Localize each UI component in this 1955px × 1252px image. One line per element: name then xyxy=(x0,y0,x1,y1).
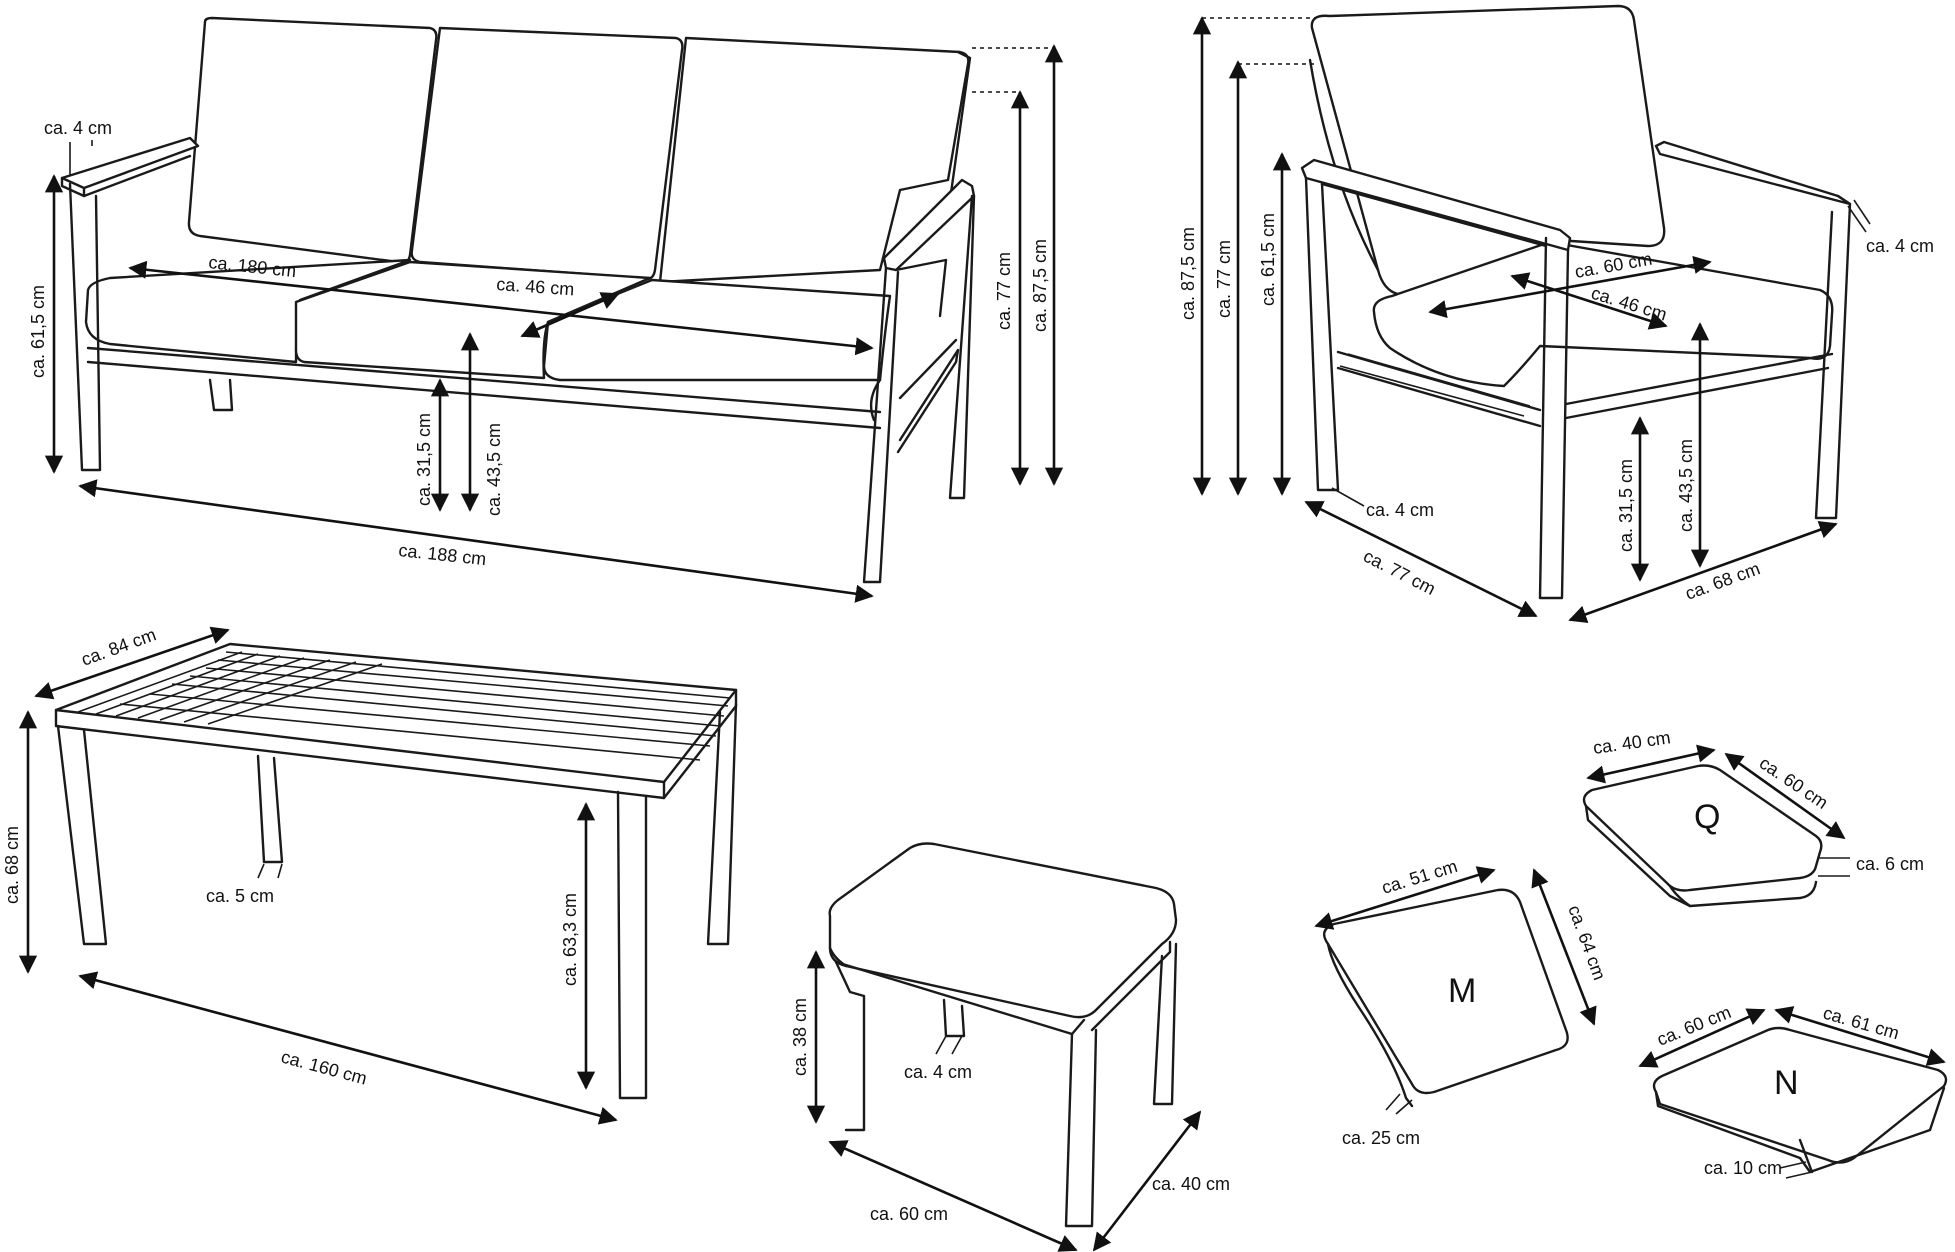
cushion-q-width-label: ca. 40 cm xyxy=(1592,727,1672,758)
sofa-back-cushion-left xyxy=(187,16,438,265)
stool-width-label: ca. 60 cm xyxy=(870,1204,948,1224)
table-top xyxy=(54,642,738,784)
cushion-n: N ca. 60 cm ca. 61 cm ca. 10 cm xyxy=(1638,1002,1948,1179)
stool-depth-label: ca. 40 cm xyxy=(1152,1174,1230,1194)
cushion-q: Q ca. 40 cm ca. 60 cm ca. 6 cm xyxy=(1582,727,1924,908)
cushion-q-letter: Q xyxy=(1694,798,1720,836)
table-depth-label: ca. 84 cm xyxy=(79,624,159,669)
sofa-arm-thickness-label: ca. 4 cm xyxy=(44,118,112,138)
armchair-depth-label: ca. 77 cm xyxy=(1360,546,1439,599)
table-drawing xyxy=(54,642,738,1100)
table-inner-height-label: ca. 63,3 cm xyxy=(560,893,580,986)
sofa-left-arm xyxy=(60,136,200,190)
table-leg-width-label: ca. 5 cm xyxy=(206,886,274,906)
sofa-total-height-label: ca. 87,5 cm xyxy=(1030,239,1050,332)
armchair-total-height-label: ca. 87,5 cm xyxy=(1178,227,1198,320)
cushion-n-letter: N xyxy=(1774,1064,1799,1102)
cushion-m-thickness-label: ca. 25 cm xyxy=(1342,1128,1420,1148)
armchair-arm-height-label: ca. 61,5 cm xyxy=(1258,213,1278,306)
cushion-m-width-label: ca. 51 cm xyxy=(1379,856,1459,898)
armchair-seat-height-low-label: ca. 31,5 cm xyxy=(1616,459,1636,552)
armchair-arm-thickness-label: ca. 4 cm xyxy=(1866,236,1934,256)
sofa-seat-height-label: ca. 43,5 cm xyxy=(484,423,504,516)
table-height-label: ca. 68 cm xyxy=(2,826,22,904)
armchair-back-arm xyxy=(1654,140,1852,206)
stool-cushion xyxy=(828,842,1178,1019)
cushion-m-letter: M xyxy=(1448,972,1476,1010)
sofa-drawing xyxy=(60,16,976,584)
cushion-n-thickness-label: ca. 10 cm xyxy=(1704,1158,1782,1178)
cushion-q-thickness-label: ca. 6 cm xyxy=(1856,854,1924,874)
sofa-back-cushion-middle xyxy=(410,26,684,281)
cushion-m: M ca. 51 cm ca. 64 cm ca. 25 cm xyxy=(1314,856,1610,1148)
sofa-back-height-label: ca. 77 cm xyxy=(994,252,1014,330)
table-length-label: ca. 160 cm xyxy=(279,1047,369,1089)
sofa-total-width-label: ca. 188 cm xyxy=(398,540,488,569)
sofa-back-cushion-right xyxy=(658,36,970,284)
armchair-leg-thickness-label: ca. 4 cm xyxy=(1366,500,1434,520)
sofa-seat-height-low-label: ca. 31,5 cm xyxy=(414,413,434,506)
stool-leg-width-label: ca. 4 cm xyxy=(904,1062,972,1082)
armchair-seat-height-label: ca. 43,5 cm xyxy=(1676,439,1696,532)
stool-drawing xyxy=(828,842,1178,1228)
sofa-arm-height-label: ca. 61,5 cm xyxy=(28,285,48,378)
stool-dimensions: ca. 38 cm ca. 4 cm ca. 60 cm ca. 40 cm xyxy=(790,950,1230,1252)
armchair-back-cushion xyxy=(1310,4,1666,297)
armchair-back-height-label: ca. 77 cm xyxy=(1214,240,1234,318)
stool-height-label: ca. 38 cm xyxy=(790,998,810,1076)
cushion-m-height-label: ca. 64 cm xyxy=(1564,903,1609,983)
